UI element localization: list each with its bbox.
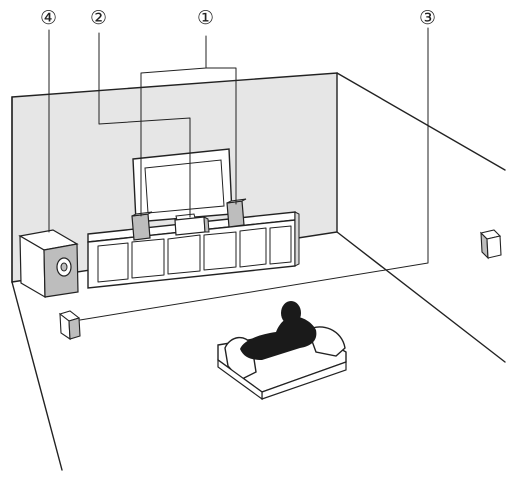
callout-line-1b [205, 67, 237, 205]
room [11, 72, 506, 471]
callout-2: ② [90, 7, 107, 29]
callout-line-1 [140, 35, 207, 217]
callout-line-3 [79, 27, 429, 321]
center-speaker [174, 216, 210, 236]
callout-line-2 [98, 32, 191, 218]
callout-4: ④ [40, 7, 57, 29]
listener [240, 301, 317, 360]
surround-left-speaker [58, 310, 81, 341]
right-wall-top-edge [336, 72, 506, 171]
floor-right-edge [336, 231, 506, 363]
surround-right-speaker [479, 229, 502, 260]
subwoofer [18, 229, 79, 299]
callout-lines [48, 27, 429, 321]
floor-left-edge [11, 281, 63, 471]
front-left-speaker [131, 211, 153, 241]
front-right-speaker [226, 198, 247, 228]
callouts: ① ② ③ ④ [40, 7, 436, 29]
callout-3: ③ [419, 7, 436, 29]
callout-1: ① [197, 7, 214, 29]
